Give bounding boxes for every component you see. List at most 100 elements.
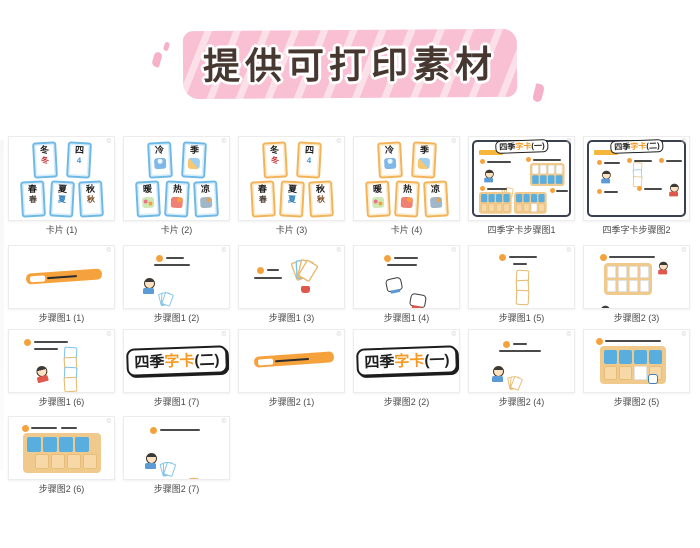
kid-figure (657, 261, 668, 275)
card-stack (63, 346, 78, 392)
thumbnail-steps-sheet-2[interactable]: © 四季字卡(二) (583, 136, 690, 221)
thumbnail-step1-6[interactable]: © (8, 329, 115, 393)
title-highlight: 提供可打印素材 (182, 28, 518, 100)
instruction-sheet-1: 四季字卡(一) (472, 139, 571, 217)
thumbnail-step2-4[interactable]: © (468, 329, 575, 393)
watermark: © (106, 419, 111, 425)
watermark: © (566, 248, 571, 254)
flash-card: 季 (180, 141, 207, 179)
watermark: © (106, 139, 111, 145)
flash-card: 夏夏 (278, 180, 305, 218)
thumbnail-step2-6[interactable]: © (8, 416, 115, 480)
snowman-illustration (153, 157, 166, 170)
step-badge (600, 254, 607, 261)
thumbnail-step1-2[interactable]: © (123, 245, 230, 309)
thumbnail-step1-4[interactable]: © (353, 245, 460, 309)
step-badge (257, 267, 264, 274)
sun-kid-illustration (400, 196, 413, 209)
kid-figure (491, 366, 505, 382)
text-line (499, 350, 541, 352)
flash-card: 凉 (192, 180, 219, 218)
flash-card: 暖 (134, 180, 161, 218)
text-line (34, 348, 58, 350)
fist-hand-icon (384, 276, 404, 293)
watermark: © (221, 248, 226, 254)
text-line (634, 160, 652, 162)
thumbnail-label: 步骤图1 (5) (498, 313, 545, 323)
thumbnail-step1-7[interactable]: © 四季字卡(二) (123, 329, 230, 393)
watermark: © (451, 248, 456, 254)
thumbnail-step1-1[interactable]: © (8, 245, 115, 309)
quote-mark-icon (151, 51, 163, 68)
thumbnail-label: 卡片 (2) (160, 225, 193, 235)
card-board (530, 163, 565, 187)
kid-figure (668, 183, 679, 197)
text-line (154, 264, 190, 266)
thumbnail-card-4[interactable]: © 冷 季 暖 热 凉 (353, 136, 460, 221)
text-line (166, 257, 184, 259)
step-badge (627, 158, 632, 163)
thumbnail-step2-2[interactable]: © 四季字卡(一) (353, 329, 460, 393)
seasons-illustration (417, 157, 430, 170)
watermark: © (336, 332, 341, 338)
flash-card: 春春 (19, 180, 46, 218)
page-title: 提供可打印素材 (202, 43, 498, 88)
watermark: © (221, 139, 226, 145)
flash-card: 暖 (364, 180, 391, 218)
thumbnail-label: 卡片 (3) (275, 225, 308, 235)
card-set-orange-pictures: 冷 季 暖 热 凉 (354, 137, 459, 220)
thumbnail-label: 四季字卡步骤图1 (487, 225, 556, 235)
text-line (556, 190, 568, 192)
step-badge (499, 254, 506, 261)
thumbnail-step2-7[interactable]: © (123, 416, 230, 480)
card-board (604, 263, 652, 295)
corner-tag (479, 150, 503, 155)
cool-kid-illustration (429, 196, 442, 209)
step-badge (597, 189, 602, 194)
text-line (267, 269, 279, 271)
scissors-hand-icon (408, 292, 428, 308)
step-badge (550, 188, 555, 193)
watermark: © (106, 248, 111, 254)
sun-kid-illustration (170, 196, 183, 209)
cool-kid-illustration (199, 196, 212, 209)
sheet-title: 四季字卡(二) (609, 139, 664, 154)
thumbnail-steps-sheet-1[interactable]: © 四季字卡(一) (468, 136, 575, 221)
watermark: © (336, 139, 341, 145)
thumbnail-step1-5[interactable]: © (468, 245, 575, 309)
watermark: © (566, 139, 571, 145)
thumbnail-label: 步骤图2 (6) (38, 484, 85, 494)
title-banner (25, 268, 103, 285)
thumbnail-label: 步骤图1 (4) (383, 313, 430, 323)
kid-figure (483, 169, 494, 183)
card-fan (155, 459, 180, 478)
thumbnail-step1-3[interactable]: © (238, 245, 345, 309)
text-line (394, 257, 418, 259)
quote-mark-icon (162, 41, 171, 52)
text-line (61, 427, 77, 429)
step-badge (22, 425, 29, 432)
game-logo: 四季字卡(一) (355, 345, 458, 377)
thumbnail-step2-1[interactable]: © (238, 329, 345, 393)
step-badge (480, 186, 485, 191)
flash-card: 季 (410, 141, 437, 179)
card-fan (180, 305, 204, 308)
step-badge (597, 160, 602, 165)
thumbnail-label: 步骤图1 (3) (268, 313, 315, 323)
thumbnail-card-2[interactable]: © 冷 季 暖 热 凉 (123, 136, 230, 221)
watermark: © (221, 419, 226, 425)
card-board (600, 346, 666, 384)
card-board (23, 433, 101, 473)
thumbnail-step2-5[interactable]: © (583, 329, 690, 393)
step-badge (480, 159, 485, 164)
thumbnail-label: 步骤图2 (7) (153, 484, 200, 494)
text-line (533, 159, 561, 161)
thumbnail-step2-3[interactable]: © (583, 245, 690, 309)
text-line (509, 256, 537, 258)
